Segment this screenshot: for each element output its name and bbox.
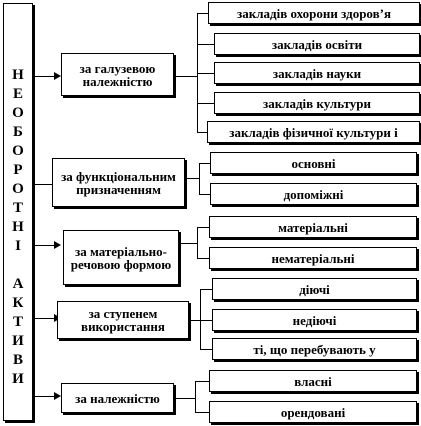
bracket-line-3 bbox=[197, 227, 198, 258]
arrow-icon bbox=[54, 241, 61, 249]
root-letter: Т bbox=[12, 314, 23, 330]
connector-root-to-cat-5 bbox=[33, 396, 54, 397]
connector-bracket-5-item-1 bbox=[195, 381, 209, 382]
category-box-usage-degree: за ступенем використання bbox=[57, 301, 189, 339]
connector-bracket-4-item-3 bbox=[200, 349, 212, 350]
item-label: закладів фізичної культури і bbox=[229, 124, 398, 140]
item-label: недіючі bbox=[292, 312, 337, 328]
item-label: діючі bbox=[299, 281, 330, 297]
item-box: нематеріальні bbox=[209, 247, 417, 269]
root-letter: В bbox=[12, 352, 23, 368]
connector-cat-1-to-bracket bbox=[176, 76, 197, 77]
category-label: за ступенем використання bbox=[81, 306, 165, 334]
item-label: закладів науки bbox=[272, 65, 362, 81]
connector-cat-2-to-bracket bbox=[187, 178, 199, 179]
root-letter: К bbox=[12, 295, 24, 311]
item-box: закладів освіти bbox=[214, 33, 420, 55]
connector-bracket-1-item-3 bbox=[197, 73, 214, 74]
item-box: закладів фізичної культури і bbox=[207, 121, 420, 143]
item-box: орендовані bbox=[209, 401, 417, 423]
connector-bracket-2-item-2 bbox=[199, 194, 210, 195]
connector-bracket-4-item-2 bbox=[200, 320, 212, 321]
item-label: допоміжні bbox=[283, 186, 344, 202]
item-label: закладів охорони здоров’я bbox=[237, 5, 391, 21]
connector-bracket-3-item-1 bbox=[197, 227, 209, 228]
item-label: орендовані bbox=[280, 404, 346, 420]
category-label: за галузевою належністю bbox=[79, 60, 156, 89]
root-word-1: Н Е О Б О Р О Т Н І bbox=[12, 66, 24, 256]
item-label: ті, що перебувають у bbox=[253, 341, 376, 357]
item-label: матеріальні bbox=[278, 219, 348, 235]
category-label: за функціональним призначенням bbox=[61, 168, 176, 197]
item-label: основні bbox=[291, 155, 336, 171]
connector-bracket-1-item-1 bbox=[197, 13, 208, 14]
root-letter: О bbox=[12, 181, 24, 197]
connector-bracket-1-item-2 bbox=[197, 44, 214, 45]
category-box-ownership: за належністю bbox=[61, 383, 174, 413]
item-box: основні bbox=[210, 152, 417, 174]
item-label: закладів освіти bbox=[271, 36, 363, 52]
arrow-icon bbox=[54, 72, 61, 80]
root-letter: И bbox=[12, 371, 24, 387]
bracket-line-1 bbox=[197, 13, 198, 132]
connector-root-to-cat-2 bbox=[33, 184, 54, 185]
category-label: за матеріально-речовою формою bbox=[70, 243, 172, 272]
connector-cat-3-to-bracket bbox=[181, 243, 197, 244]
item-label: закладів культури bbox=[262, 95, 372, 111]
root-word-2: А К Т И В И bbox=[12, 275, 24, 389]
item-box: ті, що перебувають у bbox=[212, 338, 417, 360]
root-letter: О bbox=[12, 105, 24, 121]
connector-bracket-1-item-5 bbox=[197, 132, 207, 133]
connector-bracket-1-item-4 bbox=[197, 103, 214, 104]
item-label: власні bbox=[294, 373, 332, 389]
bracket-line-5 bbox=[195, 381, 196, 412]
root-letter: И bbox=[12, 333, 24, 349]
item-box: допоміжні bbox=[210, 183, 417, 205]
bracket-line-2 bbox=[199, 163, 200, 194]
item-box: закладів культури bbox=[214, 92, 420, 114]
connector-cat-4-to-bracket bbox=[191, 320, 200, 321]
item-box: закладів науки bbox=[214, 62, 420, 84]
connector-cat-5-to-bracket bbox=[176, 398, 195, 399]
connector-bracket-2-item-1 bbox=[199, 163, 210, 164]
connector-bracket-3-item-2 bbox=[197, 258, 209, 259]
item-label: нематеріальні bbox=[271, 250, 355, 266]
connector-root-to-cat-3 bbox=[33, 245, 54, 246]
connector-bracket-4-item-1 bbox=[200, 289, 212, 290]
root-letter: О bbox=[12, 143, 24, 159]
root-letter: Б bbox=[13, 124, 23, 140]
item-box: діючі bbox=[212, 278, 417, 300]
category-box-function: за функціональним призначенням bbox=[52, 158, 185, 207]
root-letter: Р bbox=[13, 162, 23, 178]
category-label: за належністю bbox=[75, 390, 160, 406]
item-box: матеріальні bbox=[209, 216, 417, 238]
category-box-industry: за галузевою належністю bbox=[61, 53, 174, 96]
connector-bracket-5-item-2 bbox=[195, 412, 209, 413]
root-letter: Е bbox=[12, 86, 23, 102]
connector-root-to-cat-4 bbox=[33, 318, 54, 319]
connector-root-to-cat-1 bbox=[33, 76, 54, 77]
item-box: недіючі bbox=[212, 309, 417, 331]
bracket-line-4 bbox=[200, 289, 201, 349]
root-letter: І bbox=[15, 238, 21, 254]
item-box: закладів охорони здоров’я bbox=[208, 2, 420, 24]
arrow-icon bbox=[54, 392, 61, 400]
item-box: власні bbox=[209, 370, 417, 392]
root-letter: Н bbox=[12, 67, 24, 83]
root-box-neoborotni-aktyvy: Н Е О Б О Р О Т Н І А К Т И В И bbox=[3, 3, 33, 421]
root-letter: Т bbox=[12, 200, 23, 216]
category-box-material-form: за матеріально-речовою формою bbox=[63, 230, 179, 285]
root-letter: Н bbox=[12, 219, 24, 235]
root-letter: А bbox=[12, 276, 24, 292]
